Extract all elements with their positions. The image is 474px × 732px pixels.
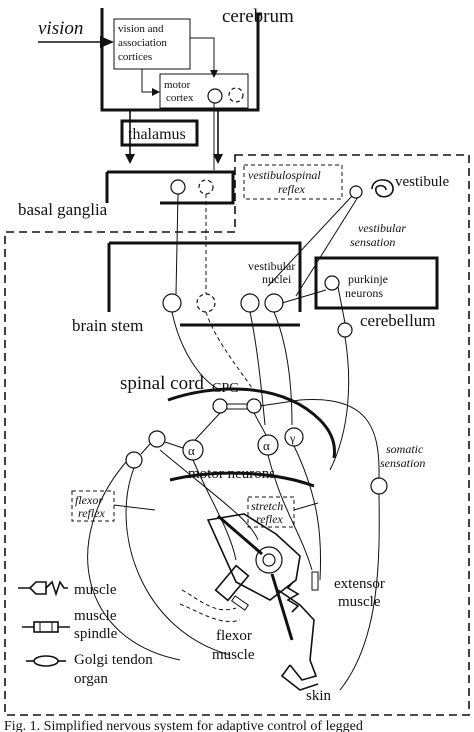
basal-ganglia-box: [105, 170, 235, 205]
vision-cortices-label: vision and association cortices: [118, 23, 170, 63]
cpg-neuron-2: [246, 398, 262, 414]
brain-stem-neuron-1: [162, 293, 182, 313]
vestibule-icon: [371, 179, 394, 198]
somatic-sensation-neuron: [370, 477, 388, 495]
purkinje-neuron: [324, 275, 340, 291]
stretch-reflex-label: stretch reflex: [251, 499, 286, 526]
extensor-muscle-label: extensor muscle: [334, 576, 389, 610]
somatic-sensation-label: somatic sensation: [380, 442, 426, 470]
svg-text:α: α: [263, 438, 270, 453]
vestibular-sensation-label: vestibular sensation: [350, 221, 409, 249]
spinal-cord-label: spinal cord: [120, 373, 204, 394]
basal-ganglia-inhib-neuron: [198, 179, 214, 195]
vision-arrowhead: [100, 36, 114, 48]
thalamus-label: thalamus: [128, 126, 186, 143]
motor-neurons-label: motor neurons: [188, 466, 275, 482]
legend-golgi-icon: [33, 655, 59, 667]
spinal-cord-arc: [167, 387, 336, 459]
cortices-down-arrow: [141, 69, 156, 93]
vestibular-nuclei-label: vestibular nuclei: [248, 259, 298, 286]
motor-cortex-neuron: [207, 88, 223, 104]
shank: [277, 589, 318, 681]
basal-ganglia-label: basal ganglia: [18, 200, 108, 219]
brain-stem-label: brain stem: [72, 316, 143, 335]
stretch-reflex-box: [247, 496, 295, 528]
cerebellum-box: [314, 256, 439, 310]
vestibulospinal-reflex-label: vestibulospinal reflex: [248, 168, 324, 196]
legend: muscle muscle spindle Golgi tendon organ: [18, 580, 157, 687]
interneuron-1: [148, 430, 166, 448]
brain-stem-inhib-neuron: [196, 293, 216, 313]
vestibular-nucleus-neuron-1: [240, 293, 260, 313]
motor-cortex-inhib-neuron: [228, 87, 244, 103]
vestibulospinal-reflex-box: [243, 164, 343, 200]
flexor-spindle: [231, 595, 249, 611]
legend-golgi-label: Golgi tendon organ: [74, 652, 157, 687]
interneuron-2: [125, 451, 143, 469]
vision-label: vision: [38, 18, 83, 39]
vestibule-label: vestibule: [395, 174, 449, 190]
skin-label: skin: [306, 688, 332, 704]
flexor-muscle-block: [214, 564, 250, 602]
brain-stem-box: [107, 241, 302, 327]
vestibular-nucleus-neuron-2: [264, 293, 284, 313]
cerebrum-box: [100, 8, 262, 112]
spinal-cord-lower: [169, 471, 315, 488]
svg-text:α: α: [188, 443, 195, 458]
basal-ganglia-neuron: [170, 179, 186, 195]
cerebrum-label: cerebrum: [222, 6, 294, 27]
legend-spindle-label: muscle spindle: [74, 608, 120, 642]
vision-cortices-box: [113, 18, 191, 70]
motor-cortex-label: motor cortex: [164, 79, 194, 104]
cpg-neuron-1: [212, 398, 228, 414]
flexor-reflex-label: flexor reflex: [75, 493, 106, 520]
figure-caption: Fig. 1. Simplified nervous system for ad…: [4, 719, 363, 732]
dashed-boundary: [4, 154, 470, 716]
motor-cortex-box: [159, 73, 249, 109]
cerebellum-label: cerebellum: [360, 311, 436, 330]
cortices-to-motor-arrow: [190, 37, 215, 74]
extensor-spindle: [311, 571, 319, 591]
foot: [280, 664, 319, 691]
extensor-muscle-spring: [286, 581, 300, 613]
legend-muscle-label: muscle: [74, 582, 117, 598]
cpg-label: CPG: [212, 381, 239, 396]
thalamus-box: [120, 119, 199, 147]
flexor-muscle-label: flexor muscle: [212, 628, 256, 663]
purkinje-neurons-label: purkinje neurons: [345, 272, 391, 300]
legend-muscle-icon: [18, 580, 68, 597]
svg-text:γ: γ: [289, 431, 296, 445]
